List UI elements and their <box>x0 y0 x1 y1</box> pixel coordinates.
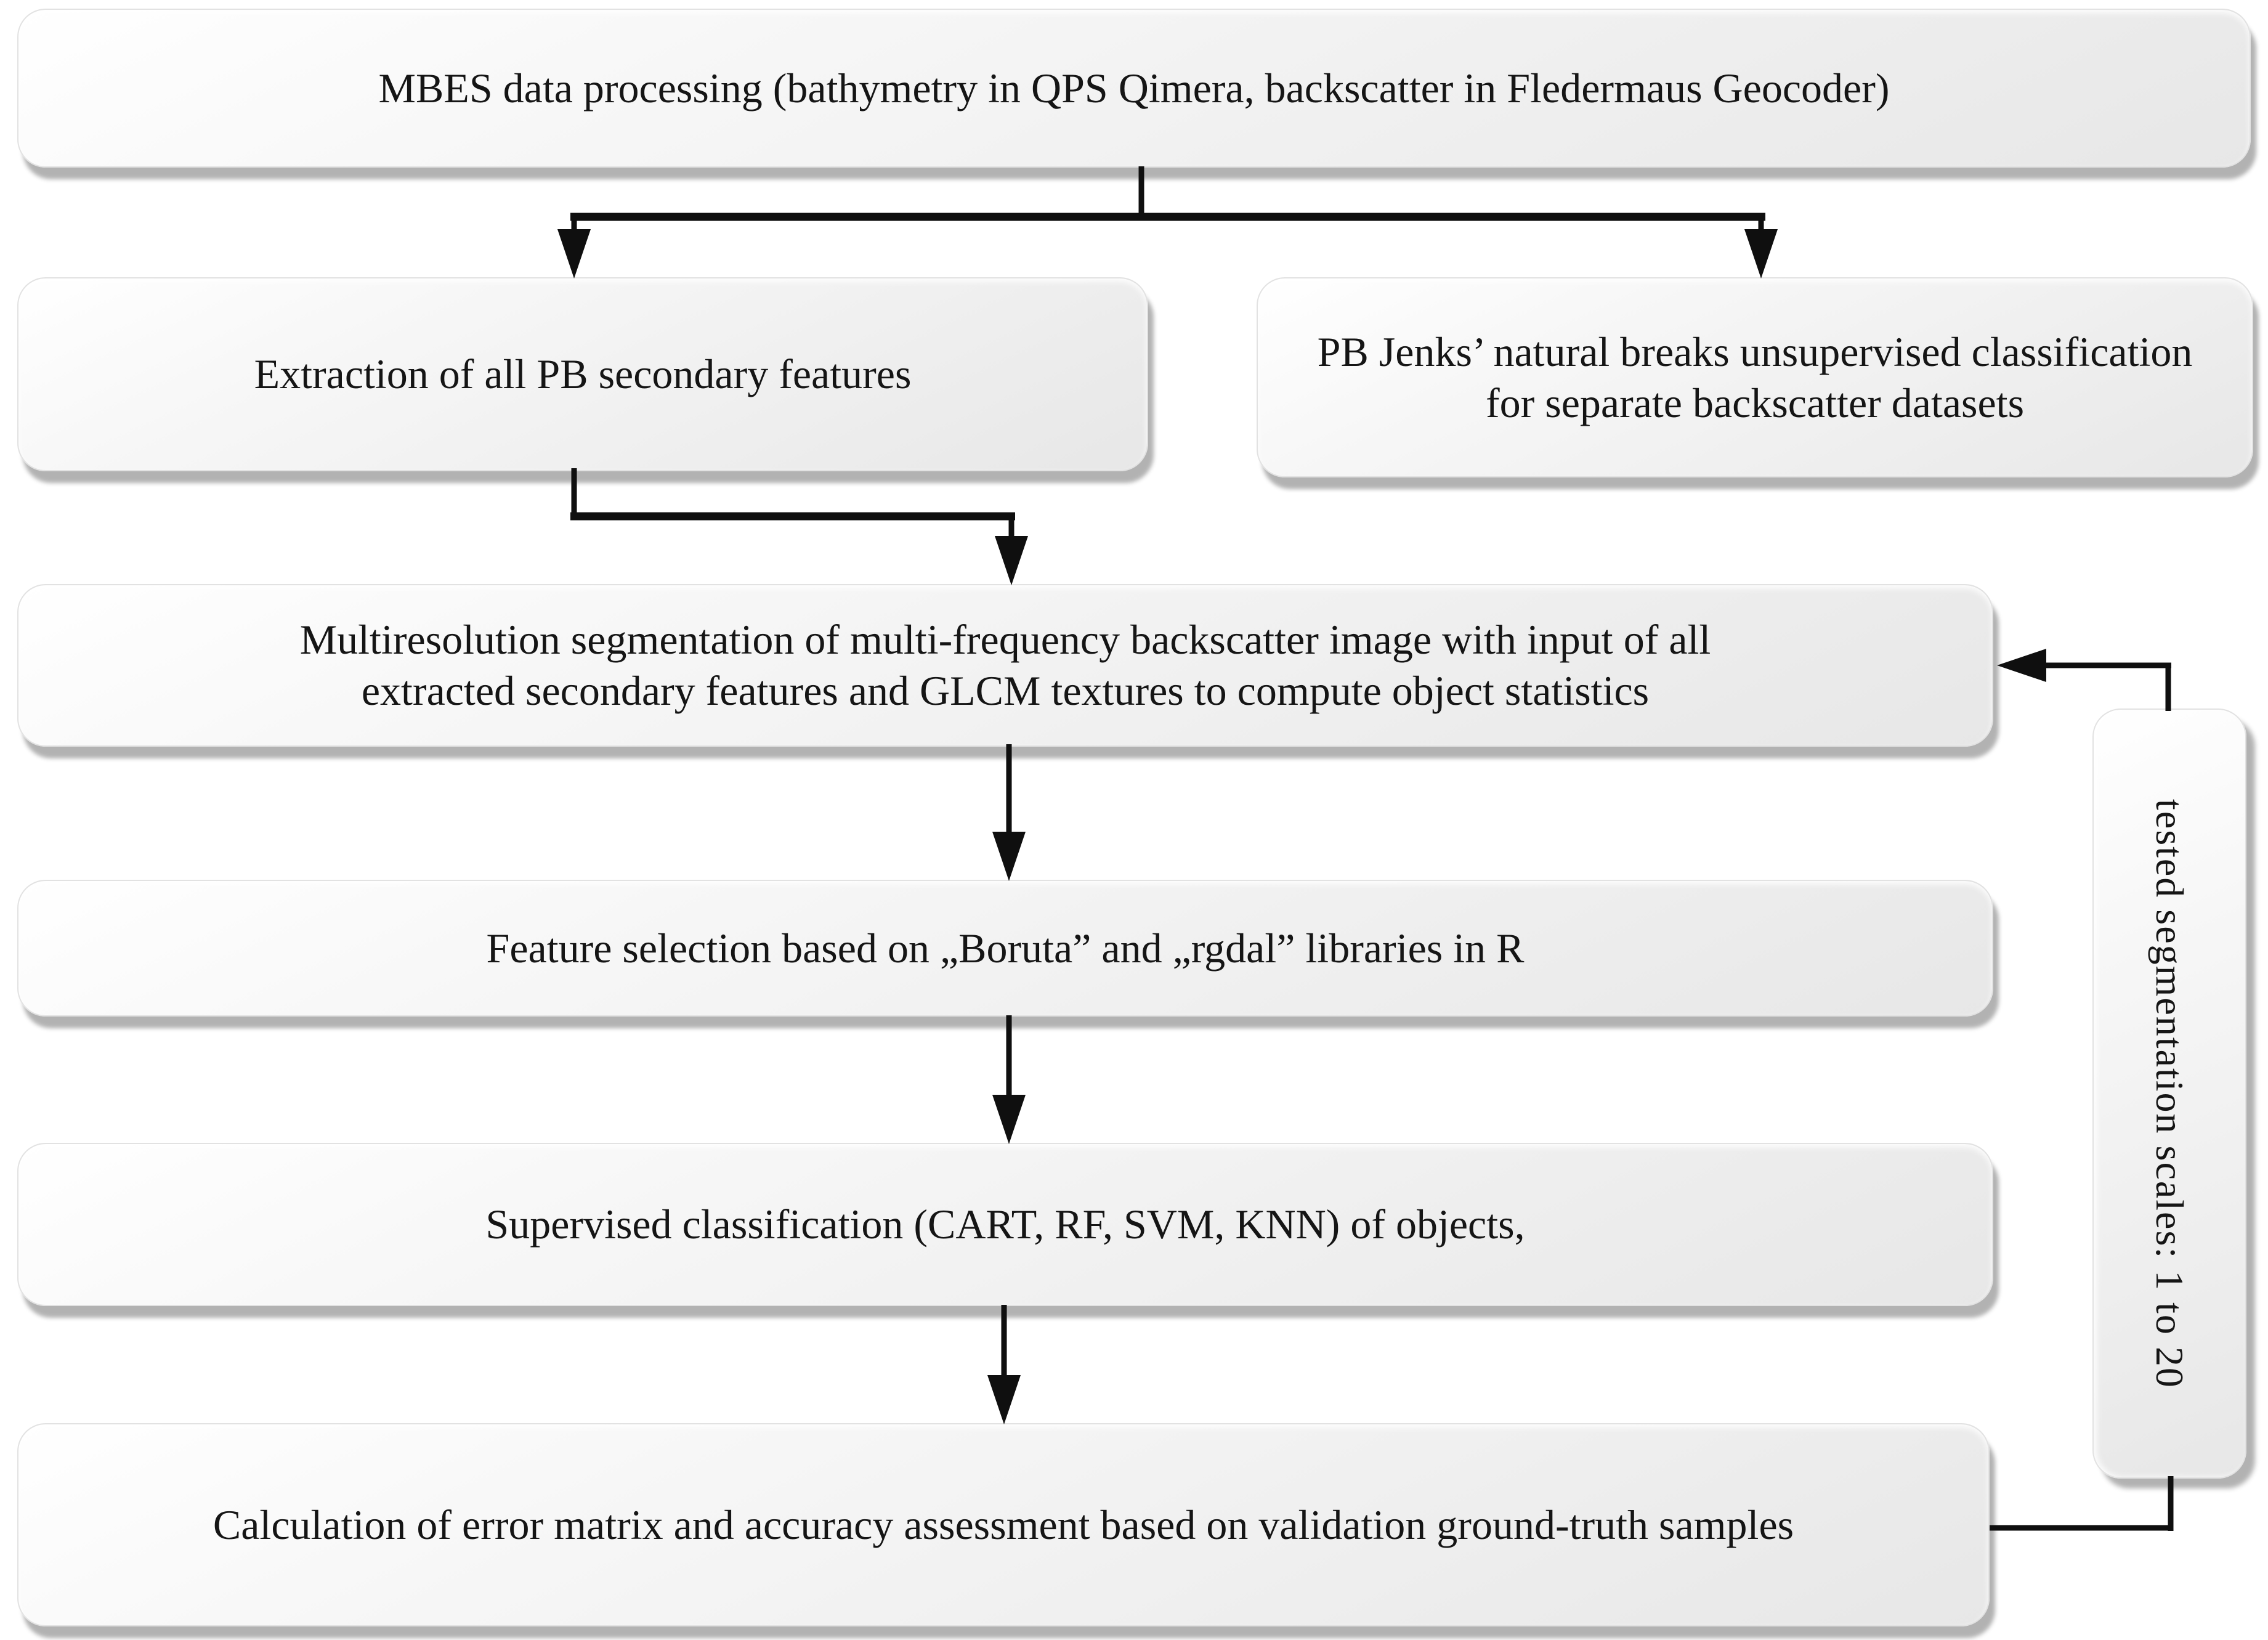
node-label: PB Jenks’ natural breaks unsupervised cl… <box>1317 328 2193 426</box>
node-feature-selection: Feature selection based on „Boruta” and … <box>17 880 1993 1017</box>
node-mbes-data-processing: MBES data processing (bathymetry in QPS … <box>17 9 2251 168</box>
node-supervised-classification: Supervised classification (CART, RF, SVM… <box>17 1143 1993 1306</box>
node-multiresolution-segmentation: Multiresolution segmentation of multi-fr… <box>17 584 1993 747</box>
node-label: Extraction of all PB secondary features <box>254 351 912 398</box>
arrow-mbes-split <box>557 166 1778 278</box>
node-label: Supervised classification (CART, RF, SVM… <box>485 1201 1525 1248</box>
node-extraction-secondary-features: Extraction of all PB secondary features <box>17 277 1148 471</box>
node-jenks-unsupervised-classification: PB Jenks’ natural breaks unsupervised cl… <box>1257 277 2253 477</box>
arrowhead-down-icon <box>557 229 591 278</box>
arrow-supervised-to-calc <box>987 1305 1021 1424</box>
node-error-matrix-accuracy: Calculation of error matrix and accuracy… <box>17 1423 1990 1626</box>
arrow-extraction-to-multires <box>570 468 1028 585</box>
arrow-multires-to-feature <box>992 744 1026 881</box>
arrowhead-down-icon <box>987 1375 1021 1424</box>
connector-calc-to-scales <box>1990 1476 2174 1531</box>
arrowhead-down-icon <box>995 536 1028 585</box>
arrowhead-down-icon <box>992 832 1026 881</box>
arrow-feature-to-supervised <box>992 1015 1026 1144</box>
node-label: Multiresolution segmentation of multi-fr… <box>299 616 1711 714</box>
arrowhead-down-icon <box>1744 229 1778 278</box>
node-label: Calculation of error matrix and accuracy… <box>213 1501 1794 1548</box>
arrow-scales-to-multires <box>1997 649 2171 711</box>
node-label: tested segmentation scales: 1 to 20 <box>2148 798 2192 1389</box>
node-label: MBES data processing (bathymetry in QPS … <box>378 64 1890 112</box>
arrowhead-down-icon <box>992 1095 1026 1144</box>
arrowhead-left-icon <box>1997 649 2046 682</box>
node-label: Feature selection based on „Boruta” and … <box>486 924 1525 972</box>
node-tested-segmentation-scales: tested segmentation scales: 1 to 20 <box>2092 708 2246 1479</box>
